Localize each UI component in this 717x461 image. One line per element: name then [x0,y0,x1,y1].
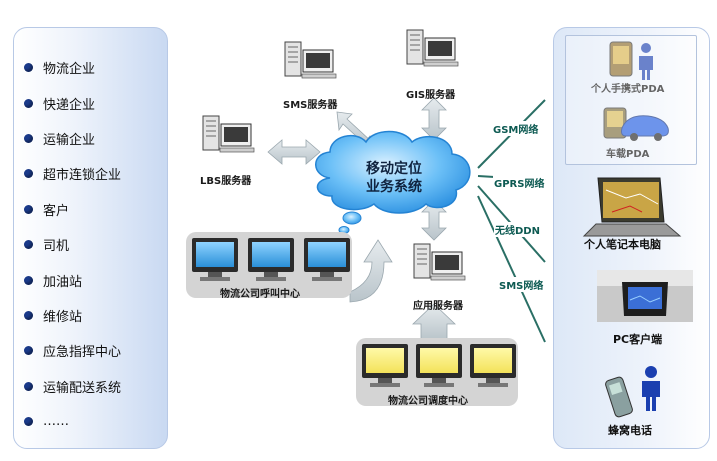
cloud-text-line2: 业务系统 [366,179,422,195]
phone-label: 蜂窝电话 [608,424,652,437]
cloud-text: 移动定位 业务系统 [356,160,432,196]
client-type-item: 物流企业 [24,50,121,85]
client-type-item: …… [24,404,121,439]
laptop-label: 个人笔记本电脑 [584,238,661,251]
computer-monitor-icon [416,344,462,387]
terminal-devices-panel [553,27,710,449]
client-type-label: …… [43,414,69,430]
client-type-item: 超市连锁企业 [24,156,121,191]
connection-arrows [267,97,456,341]
client-type-item: 应急指挥中心 [24,333,121,368]
client-type-label: 加油站 [43,274,83,290]
bullet-icon [24,275,33,285]
pda-group-frame [565,35,697,165]
client-type-item: 加油站 [24,262,121,297]
network-lines [477,99,546,343]
bullet-icon [24,204,33,214]
client-type-item: 维修站 [24,298,121,333]
bullet-icon [24,381,33,391]
server-icon [202,115,255,153]
bullet-icon [24,346,33,356]
computer-monitor-icon [470,344,516,387]
bullet-icon [24,169,33,179]
client-type-item: 司机 [24,227,121,262]
lbs-server-label: LBS服务器 [200,176,252,187]
sms-network-label: SMS网络 [498,277,545,292]
servers [202,29,466,281]
bullet-icon [24,133,33,143]
client-type-item: 客户 [24,192,121,227]
bullet-icon [24,98,33,108]
client-type-label: 快递企业 [43,97,96,113]
wireless-ddn-label: 无线DDN [494,222,541,237]
dispatch-center-label: 物流公司调度中心 [388,396,468,407]
client-type-label: 应急指挥中心 [43,345,122,361]
client-type-item: 运输企业 [24,121,121,156]
server-icon [406,29,459,67]
car-pda-icon [603,107,669,141]
client-type-item: 运输配送系统 [24,369,121,404]
positioning-cloud [315,130,471,234]
computer-monitor-icon [248,238,294,281]
client-types-list: 物流企业快递企业运输企业超市连锁企业客户司机加油站维修站应急指挥中心运输配送系统… [24,50,121,439]
client-types-panel: 物流企业快递企业运输企业超市连锁企业客户司机加油站维修站应急指挥中心运输配送系统… [13,27,168,449]
client-type-label: 客户 [43,203,70,219]
computer-monitor-icon [192,238,238,281]
gprs-network-label: GPRS网络 [493,175,546,190]
bullet-icon [24,63,33,73]
call-center-monitors [192,238,350,281]
bullet-icon [24,417,33,427]
bullet-icon [24,310,33,320]
app-server-label: 应用服务器 [413,301,463,312]
bullet-icon [24,240,33,250]
gis-server-label: GIS服务器 [406,90,456,101]
client-type-label: 运输配送系统 [43,380,122,396]
server-icon [284,41,337,79]
server-icon [413,243,466,281]
cloud-text-line1: 移动定位 [366,161,422,177]
laptop-icon [582,177,682,237]
call-center-label: 物流公司呼叫中心 [220,289,300,300]
pc-client-icon [597,270,693,322]
pc-client-label: PC客户端 [613,333,663,346]
client-type-label: 维修站 [43,309,83,325]
client-type-label: 超市连锁企业 [43,168,122,184]
car-pda-label: 车载PDA [606,149,650,160]
client-type-label: 运输企业 [43,132,96,148]
pda-device-icon [609,41,653,80]
client-type-item: 快递企业 [24,85,121,120]
computer-monitor-icon [362,344,408,387]
pda-label: 个人手携式PDA [591,84,665,95]
computer-monitor-icon [304,238,350,281]
client-type-label: 司机 [43,239,70,255]
client-type-label: 物流企业 [43,62,96,78]
cell-phone-icon [605,366,660,418]
gsm-network-label: GSM网络 [492,121,540,136]
dispatch-center-monitors [362,344,516,387]
sms-server-label: SMS服务器 [283,100,338,111]
